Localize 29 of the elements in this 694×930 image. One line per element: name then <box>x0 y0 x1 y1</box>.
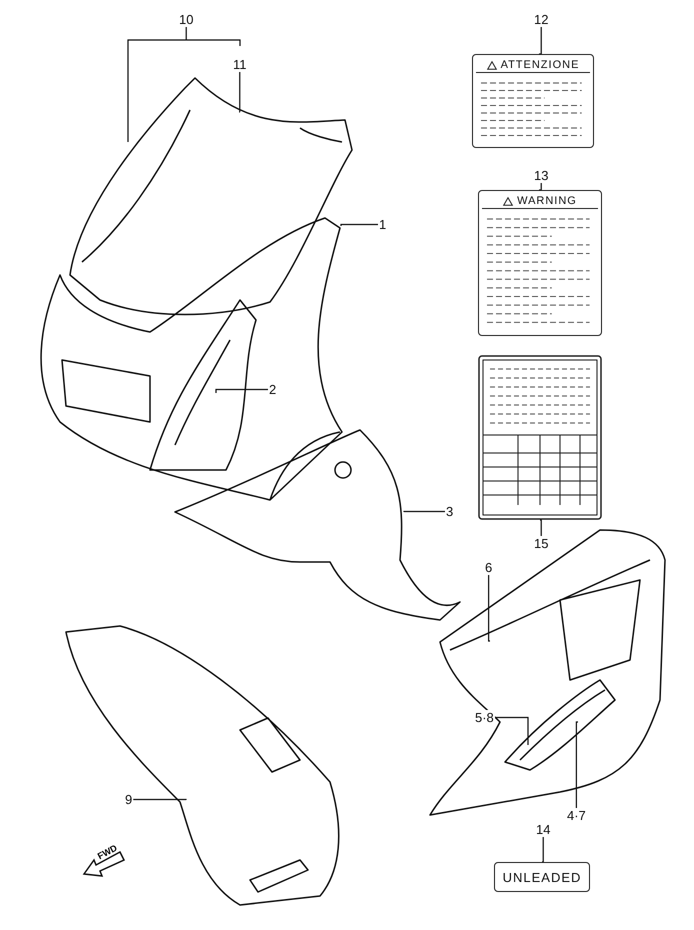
fuel-decal: UNLEADED <box>494 862 590 892</box>
leader-line <box>488 575 490 642</box>
callout-number: 4·7 <box>566 808 587 823</box>
leader-line <box>215 388 268 393</box>
leader-line <box>539 183 542 191</box>
inner-cover-drawing <box>172 428 462 622</box>
warning-decal <box>478 190 602 336</box>
leader-line <box>239 72 241 113</box>
leader-line <box>539 27 542 55</box>
leader-line <box>127 26 241 143</box>
callout-number: 1 <box>378 217 388 232</box>
callout-number: 12 <box>533 12 550 27</box>
callout-number: 11 <box>232 57 248 72</box>
leader-line <box>403 510 445 513</box>
decal-title: ATTENZIONE <box>500 59 580 71</box>
decal-graphic-drawing <box>148 298 258 474</box>
leader-line <box>340 224 378 226</box>
direction-label: FWD <box>96 842 119 862</box>
callout-number: 14 <box>535 822 552 837</box>
callout-number: 13 <box>533 168 550 183</box>
leader-line <box>542 837 544 863</box>
decal-title: WARNING <box>517 195 577 207</box>
leader-line <box>576 721 578 808</box>
tire-label-drawing <box>478 355 602 520</box>
warning-decal <box>472 54 594 148</box>
leader-line <box>494 716 529 745</box>
callout-number: 10 <box>178 12 194 27</box>
leader-line <box>133 798 187 801</box>
leader-line <box>540 519 542 536</box>
